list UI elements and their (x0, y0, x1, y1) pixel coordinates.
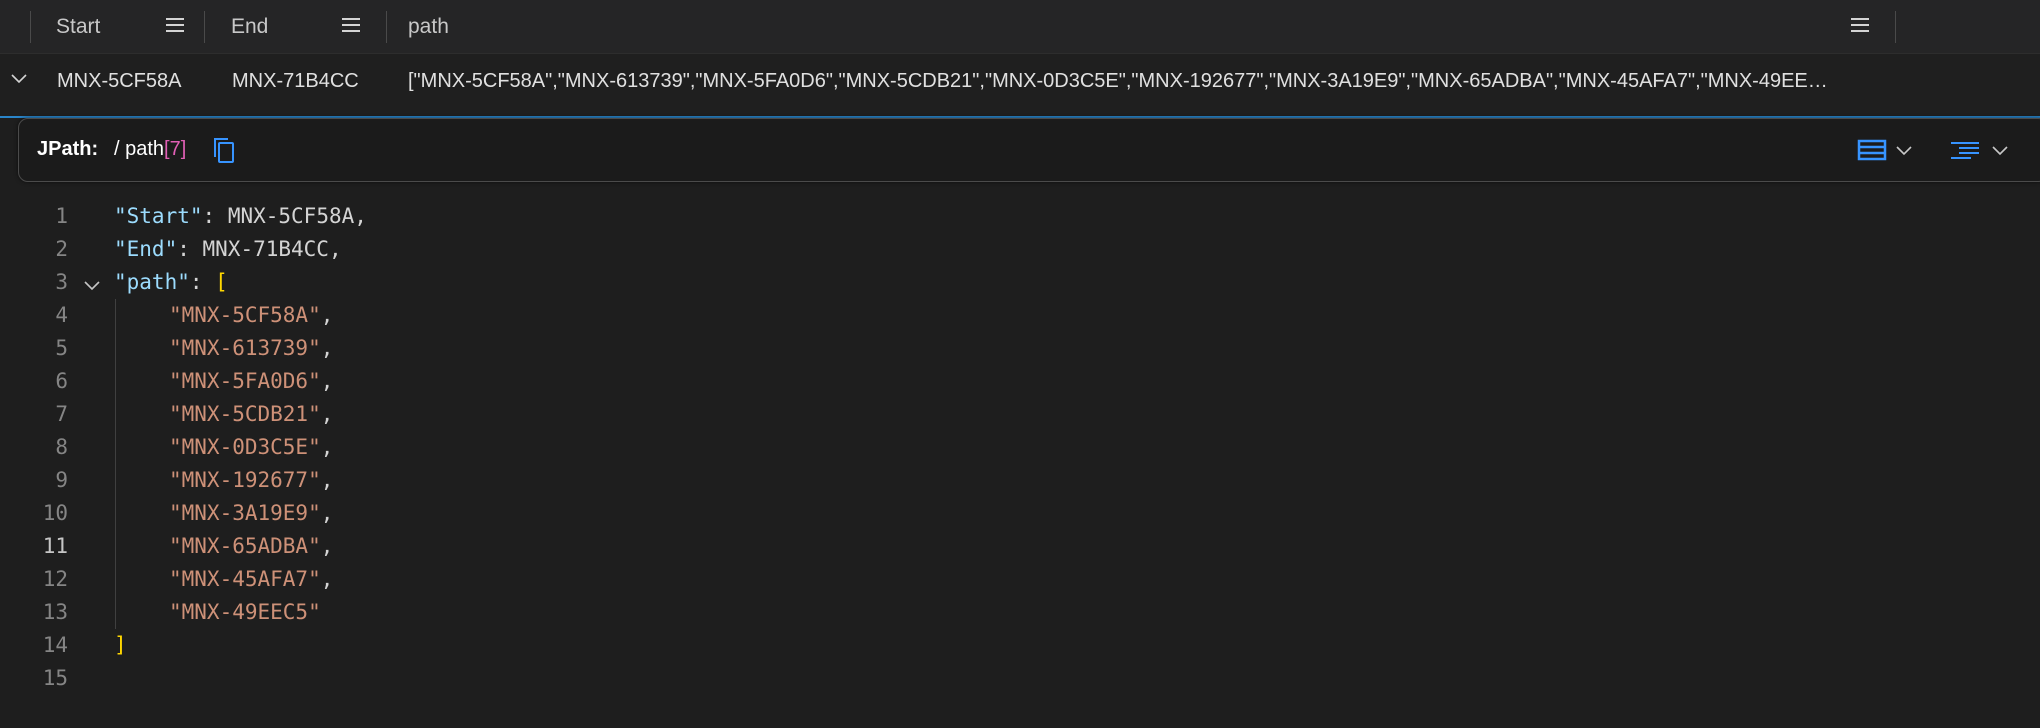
editor-line[interactable]: 8 "MNX-0D3C5E", (0, 431, 2040, 464)
jpath-value[interactable]: / path[7] (114, 138, 186, 161)
line-number: 14 (42, 633, 68, 657)
line-number: 6 (55, 369, 68, 393)
jpath-label: JPath: (37, 138, 99, 160)
line-number: 4 (55, 303, 68, 327)
line-content: "path": [ (114, 270, 228, 294)
line-content: "MNX-192677", (169, 468, 334, 492)
column-separator[interactable] (204, 11, 205, 43)
start-column-menu-icon[interactable] (166, 18, 186, 34)
indent-guide (115, 299, 116, 629)
table-row[interactable]: MNX-5CF58A MNX-71B4CC ["MNX-5CF58A","MNX… (0, 54, 2040, 118)
column-separator[interactable] (1895, 11, 1896, 43)
line-number: 2 (55, 237, 68, 261)
jpath-path: / path (114, 138, 165, 160)
line-content: "MNX-3A19E9", (169, 501, 334, 525)
column-separator[interactable] (386, 11, 387, 43)
editor-line[interactable]: 3 "path": [ (0, 266, 2040, 299)
editor-line[interactable]: 9 "MNX-192677", (0, 464, 2040, 497)
editor-line[interactable]: 14 ] (0, 629, 2040, 662)
editor-line[interactable]: 6 "MNX-5FA0D6", (0, 365, 2040, 398)
line-content: "Start": MNX-5CF58A, (114, 204, 367, 228)
editor-line[interactable]: 4 "MNX-5CF58A", (0, 299, 2040, 332)
cell-path[interactable]: ["MNX-5CF58A","MNX-613739","MNX-5FA0D6",… (408, 70, 1828, 92)
column-header-path[interactable]: path (408, 15, 449, 38)
copy-icon[interactable] (209, 135, 239, 165)
line-number: 5 (55, 336, 68, 360)
editor-line[interactable]: 7 "MNX-5CDB21", (0, 398, 2040, 431)
line-number: 7 (55, 402, 68, 426)
editor-line-active[interactable]: 11 "MNX-65ADBA", (0, 530, 2040, 563)
line-number: 13 (42, 600, 68, 624)
json-editor[interactable]: 1 "Start": MNX-5CF58A, 2 "End": MNX-71B4… (0, 200, 2040, 728)
line-content: "MNX-5FA0D6", (169, 369, 334, 393)
column-header-end[interactable]: End (231, 15, 269, 38)
editor-line[interactable]: 15 (0, 662, 2040, 695)
editor-line[interactable]: 10 "MNX-3A19E9", (0, 497, 2040, 530)
format-lines-icon[interactable] (1949, 135, 2019, 165)
line-content: "MNX-5CF58A", (169, 303, 334, 327)
line-content: "MNX-49EEC5" (169, 600, 321, 624)
line-content: ] (114, 633, 127, 657)
cell-start[interactable]: MNX-5CF58A (57, 70, 182, 92)
column-separator[interactable] (30, 11, 31, 43)
row-expand-chevron-down-icon[interactable] (8, 68, 30, 90)
editor-line[interactable]: 5 "MNX-613739", (0, 332, 2040, 365)
line-number: 12 (42, 567, 68, 591)
cell-end[interactable]: MNX-71B4CC (232, 70, 359, 92)
editor-line[interactable]: 13 "MNX-49EEC5" (0, 596, 2040, 629)
path-column-menu-icon[interactable] (1851, 18, 1871, 34)
line-content: "MNX-45AFA7", (169, 567, 334, 591)
line-number: 1 (55, 204, 68, 228)
editor-line[interactable]: 12 "MNX-45AFA7", (0, 563, 2040, 596)
line-number: 10 (42, 501, 68, 525)
editor-line[interactable]: 2 "End": MNX-71B4CC, (0, 233, 2040, 266)
line-number: 3 (55, 270, 68, 294)
end-column-menu-icon[interactable] (342, 18, 362, 34)
column-header-start[interactable]: Start (56, 15, 101, 38)
jpath-bar: JPath: / path[7] (18, 118, 2040, 182)
line-content: "MNX-613739", (169, 336, 334, 360)
line-number: 15 (42, 666, 68, 690)
table-view-icon[interactable] (1857, 135, 1921, 165)
jpath-index: [7] (164, 138, 187, 160)
line-number: 9 (55, 468, 68, 492)
line-number: 8 (55, 435, 68, 459)
fold-chevron-down-icon[interactable] (82, 273, 102, 293)
line-content: "MNX-65ADBA", (169, 534, 334, 558)
grid-header: Start End path (0, 0, 2040, 54)
line-number-active: 11 (42, 534, 68, 558)
editor-line[interactable]: 1 "Start": MNX-5CF58A, (0, 200, 2040, 233)
line-content: "MNX-0D3C5E", (169, 435, 334, 459)
line-content: "MNX-5CDB21", (169, 402, 334, 426)
line-content: "End": MNX-71B4CC, (114, 237, 342, 261)
